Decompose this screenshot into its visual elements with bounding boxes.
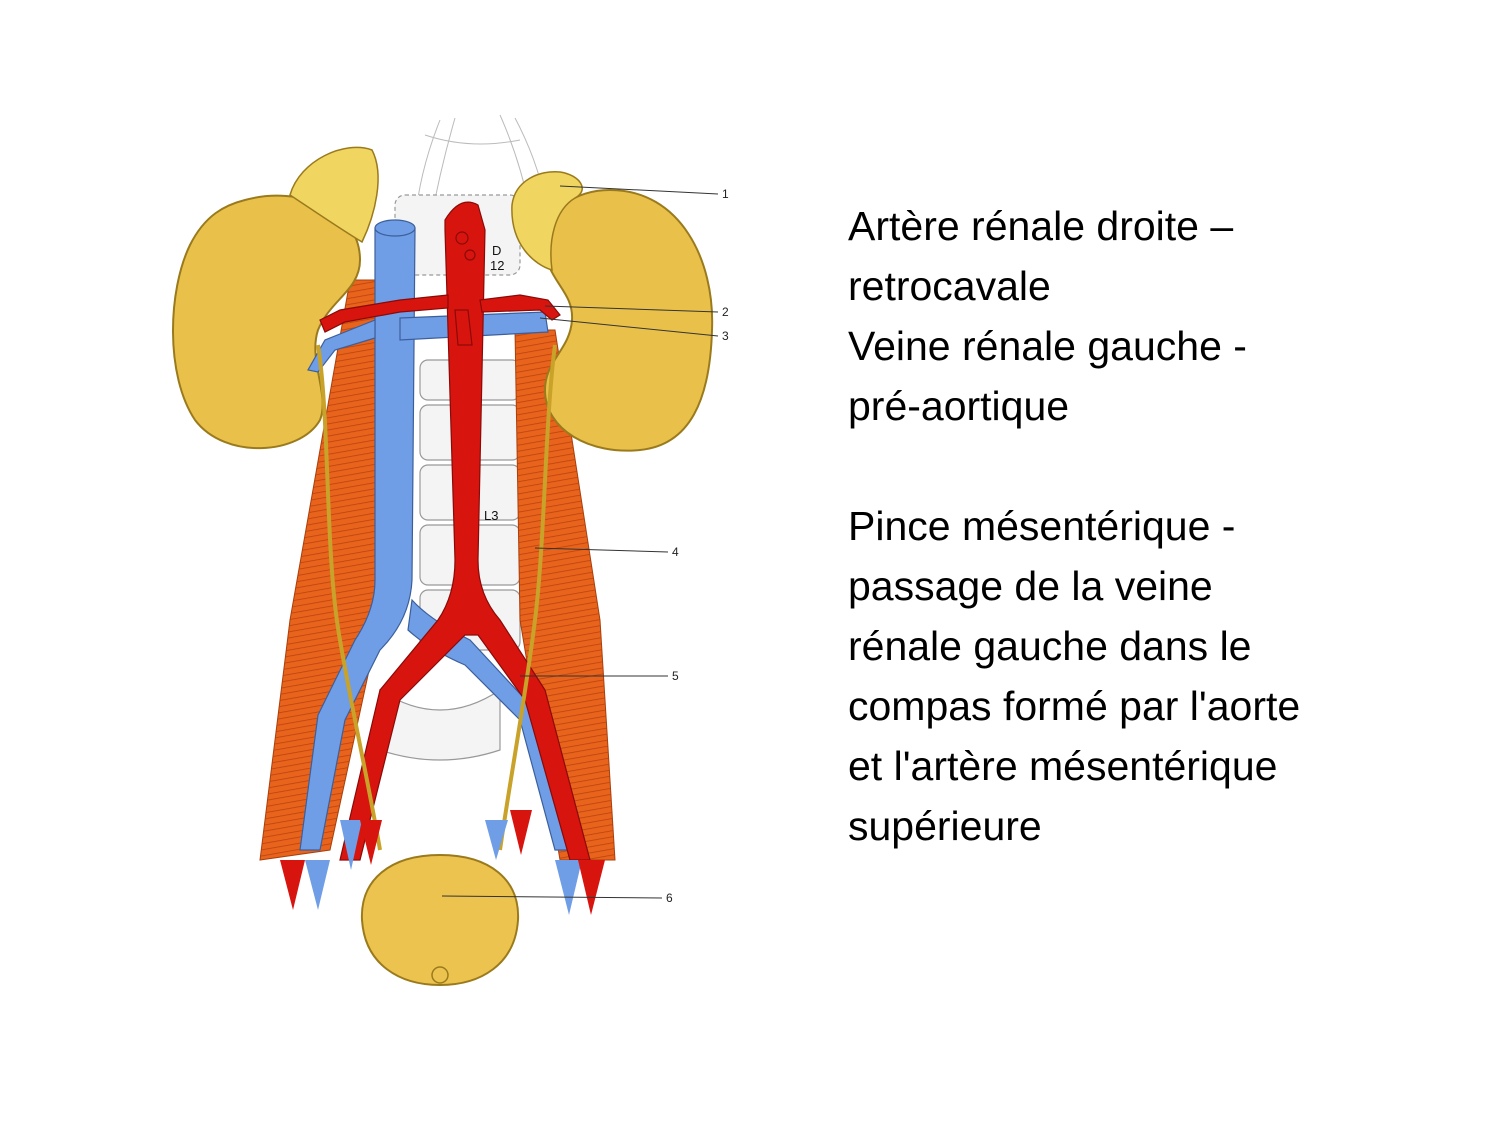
text-line: Artère rénale droite – bbox=[848, 203, 1234, 249]
vertebra-label-d: D bbox=[492, 243, 501, 258]
kidney-left bbox=[543, 188, 714, 452]
text-line: passage de la veine bbox=[848, 563, 1213, 609]
callout-5: 5 bbox=[672, 669, 679, 683]
text-line: supérieure bbox=[848, 803, 1042, 849]
adrenal-gland-left bbox=[511, 171, 583, 272]
slide-text: Artère rénale droite – retrocavale Veine… bbox=[848, 196, 1468, 856]
vertebra-label-l3: L3 bbox=[484, 508, 498, 523]
paragraph-gap bbox=[848, 436, 1468, 496]
callout-6: 6 bbox=[666, 891, 673, 905]
adrenal-gland-right bbox=[289, 146, 379, 244]
vessel-arrows bbox=[280, 810, 605, 915]
callout-4: 4 bbox=[672, 545, 679, 559]
inferior-vena-cava bbox=[299, 219, 576, 851]
callout-lines bbox=[441, 185, 719, 899]
ureters bbox=[316, 344, 557, 851]
callout-2: 2 bbox=[722, 305, 729, 319]
bladder-neck bbox=[431, 966, 449, 984]
kidney-right bbox=[172, 194, 362, 450]
text-line: Veine rénale gauche - bbox=[848, 323, 1247, 369]
vertebra-label-12: 12 bbox=[490, 258, 504, 273]
text-line: rénale gauche dans le bbox=[848, 623, 1252, 669]
kidney-anatomy-illustration: D 12 L3 1 2 3 4 5 6 bbox=[172, 114, 729, 987]
bladder bbox=[360, 853, 520, 987]
callout-3: 3 bbox=[722, 329, 729, 343]
text-line: pré-aortique bbox=[848, 383, 1070, 429]
text-line: compas formé par l'aorte bbox=[848, 683, 1301, 729]
text-line: Pince mésentérique - bbox=[848, 503, 1236, 549]
callout-1: 1 bbox=[722, 187, 729, 201]
aorta bbox=[319, 201, 591, 861]
text-line: retrocavale bbox=[848, 263, 1051, 309]
text-line: et l'artère mésentérique bbox=[848, 743, 1278, 789]
